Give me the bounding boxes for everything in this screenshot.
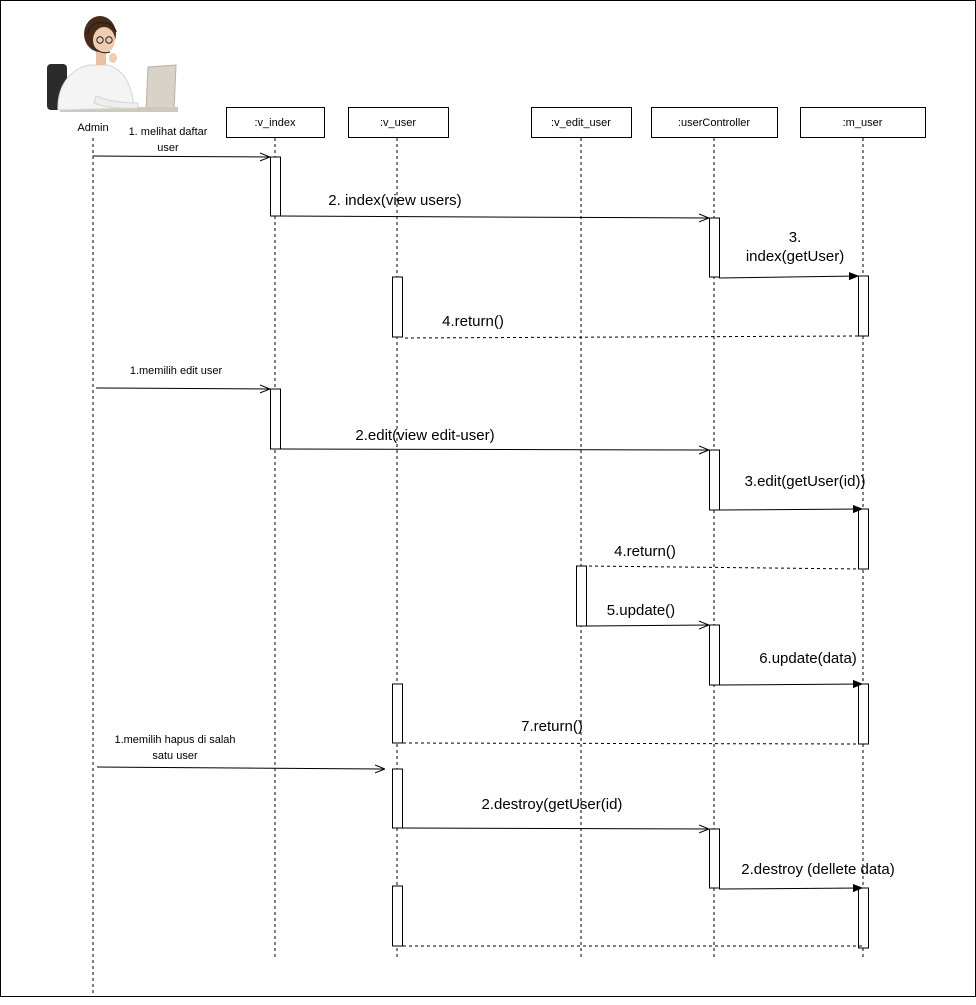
activation-v_user-3	[392, 276, 403, 338]
activation-userController-9	[709, 449, 720, 511]
activation-m_user-15	[858, 887, 869, 949]
message-arrow-m13	[401, 828, 709, 829]
participant-label-userController: :userController	[678, 117, 750, 129]
message-label-m4-line1: 4.return()	[442, 313, 504, 330]
activation-v_user-6	[392, 885, 403, 947]
participant-label-v_index: :v_index	[255, 117, 296, 129]
activation-v_user-4	[392, 683, 403, 744]
message-label-m9-line1: 5.update()	[607, 602, 675, 619]
activation-v_index-1	[270, 156, 281, 217]
message-arrow-m6	[279, 449, 709, 450]
participant-label-m_user: :m_user	[843, 117, 883, 129]
activation-userController-10	[709, 624, 720, 686]
message-label-m1-line1: 1. melihat daftar	[129, 126, 208, 138]
message-label-m8-line1: 4.return()	[614, 543, 676, 560]
message-label-m3-line2: index(getUser)	[746, 248, 844, 265]
message-label-m12-line2: satu user	[152, 750, 198, 762]
activation-v_edit_user-7	[576, 565, 587, 627]
participant-box-v_index	[226, 107, 325, 138]
message-label-m1-line2: user	[157, 142, 179, 154]
message-label-m2-line1: 2. index(view users)	[328, 192, 461, 209]
message-arrow-m9	[585, 625, 709, 626]
message-label-m13-line1: 2.destroy(getUser(id)	[482, 796, 623, 813]
message-arrow-m10	[718, 684, 862, 685]
message-label-m7-line1: 3.edit(getUser(id))	[745, 473, 866, 490]
message-label-m12-line1: 1.memilih hapus di salah	[114, 734, 235, 746]
message-arrow-m8	[585, 565, 863, 570]
message-label-m5-line1: 1.memilih edit user	[130, 365, 223, 377]
activation-v_user-5	[392, 768, 403, 829]
activation-v_index-2	[270, 388, 281, 450]
participant-box-m_user	[800, 107, 926, 138]
activation-m_user-14	[858, 683, 869, 745]
activation-m_user-12	[858, 275, 869, 337]
participant-box-v_edit_user	[531, 107, 632, 138]
participant-label-v_user: :v_user	[380, 117, 416, 129]
participant-label-v_edit_user: :v_edit_user	[551, 117, 611, 129]
message-label-m3-line1: 3.	[789, 229, 802, 246]
message-arrow-m14	[718, 888, 862, 889]
message-arrow-m4	[401, 335, 859, 339]
actor-label: Admin	[77, 122, 108, 134]
message-arrow-m7	[718, 509, 862, 510]
message-arrow-m5	[95, 388, 270, 389]
message-label-m6-line1: 2.edit(view edit-user)	[355, 427, 494, 444]
message-label-m14-line1: 2.destroy (dellete data)	[741, 861, 894, 878]
activation-userController-8	[709, 217, 720, 278]
message-arrow-m1	[92, 156, 270, 157]
participant-box-v_user	[348, 107, 449, 138]
message-label-m11-line1: 7.return()	[521, 718, 583, 735]
message-arrow-m3	[718, 276, 858, 278]
message-label-m10-line1: 6.update(data)	[759, 650, 857, 667]
message-arrow-m12	[96, 767, 385, 769]
activation-userController-11	[709, 828, 720, 889]
admin-actor-icon	[47, 16, 178, 112]
participant-box-userController	[651, 107, 778, 138]
message-arrow-m2	[279, 216, 709, 218]
message-arrow-m11	[401, 742, 863, 745]
activation-m_user-13	[858, 508, 869, 570]
